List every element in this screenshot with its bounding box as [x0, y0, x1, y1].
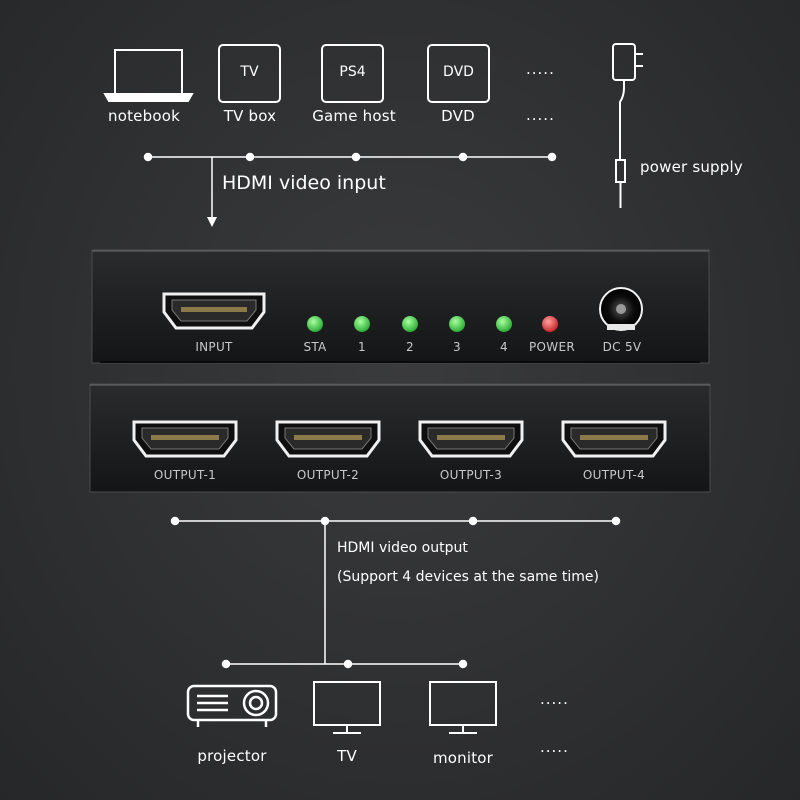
label-tv: TV — [337, 747, 357, 765]
output-connector-line — [170, 516, 621, 669]
ellipsis-bottom-1: ..... — [540, 690, 569, 708]
laptop-icon — [103, 49, 194, 102]
label-power-supply: power supply — [640, 158, 743, 176]
led-power — [542, 316, 558, 332]
led-4 — [496, 316, 512, 332]
hdmi-output-port-2 — [275, 420, 381, 458]
ellipsis-top-2: ..... — [526, 106, 555, 124]
label-tv-box: TV box — [223, 107, 277, 125]
tv-box-icon — [218, 44, 281, 103]
label-dc: DC 5V — [602, 340, 642, 354]
label-led-1: 1 — [358, 340, 366, 354]
power-adapter-icon — [612, 43, 643, 208]
label-game-host: Game host — [312, 107, 396, 125]
dvd-player-icon — [427, 44, 490, 103]
label-dvd: DVD — [441, 107, 475, 125]
label-output-2: OUTPUT-2 — [296, 468, 360, 482]
label-projector: projector — [197, 747, 267, 765]
dvd-screen-text: DVD — [443, 64, 474, 80]
label-led-power: POWER — [529, 340, 575, 354]
ellipsis-top-1: ..... — [526, 60, 555, 78]
label-output-4: OUTPUT-4 — [582, 468, 646, 482]
projector-icon — [186, 684, 278, 727]
output-subheading: (Support 4 devices at the same time) — [337, 569, 599, 585]
led-2 — [402, 316, 418, 332]
game-console-icon — [321, 44, 384, 103]
hdmi-output-port-1 — [132, 420, 238, 458]
input-heading: HDMI video input — [222, 172, 386, 194]
label-led-2: 2 — [406, 340, 414, 354]
label-input-port: INPUT — [195, 340, 233, 354]
monitor-icon — [429, 681, 497, 734]
hdmi-output-port-3 — [418, 420, 524, 458]
label-output-1: OUTPUT-1 — [153, 468, 217, 482]
tv-icon — [313, 681, 381, 734]
hdmi-output-port-4 — [561, 420, 667, 458]
label-output-3: OUTPUT-3 — [439, 468, 503, 482]
hdmi-input-port — [162, 292, 266, 330]
label-led-sta: STA — [303, 340, 327, 354]
label-notebook: notebook — [108, 107, 180, 125]
output-heading: HDMI video output — [337, 540, 468, 556]
led-3 — [449, 316, 465, 332]
ellipsis-bottom-2: ..... — [540, 738, 569, 756]
input-connector-line — [143, 152, 557, 227]
led-sta — [307, 316, 323, 332]
label-led-3: 3 — [453, 340, 461, 354]
indicator-leds — [307, 316, 558, 332]
label-led-4: 4 — [500, 340, 508, 354]
led-1 — [354, 316, 370, 332]
game-host-screen-text: PS4 — [339, 64, 366, 80]
tv-box-screen-text: TV — [240, 64, 259, 80]
dc-power-jack — [599, 287, 643, 331]
label-monitor: monitor — [432, 749, 494, 767]
